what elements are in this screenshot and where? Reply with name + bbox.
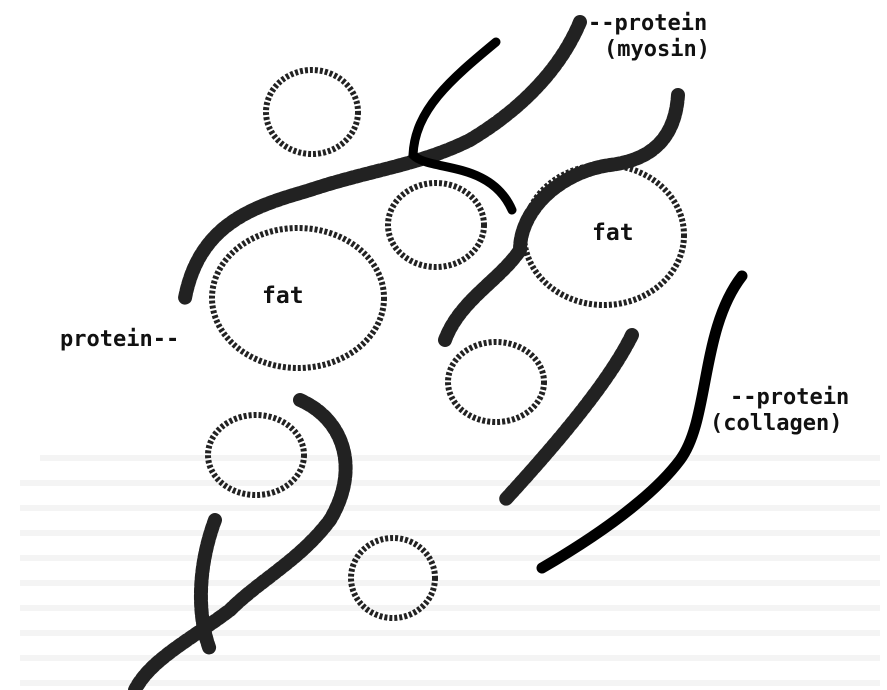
label-protein-left: protein-- [60,327,179,352]
label-protein-collagen: --protein [730,385,849,410]
fat-globule [448,342,544,422]
protein-strand-lower-left [135,400,346,690]
label-collagen: (collagen) [710,411,842,436]
label-myosin: (myosin) [604,37,710,62]
fat-globule [388,183,484,267]
label-fat-right: fat [592,220,634,246]
label-fat-left: fat [262,283,304,309]
bleed-through-texture [20,455,880,686]
label-protein-myosin: --protein [588,11,707,36]
fat-globule [266,70,358,154]
